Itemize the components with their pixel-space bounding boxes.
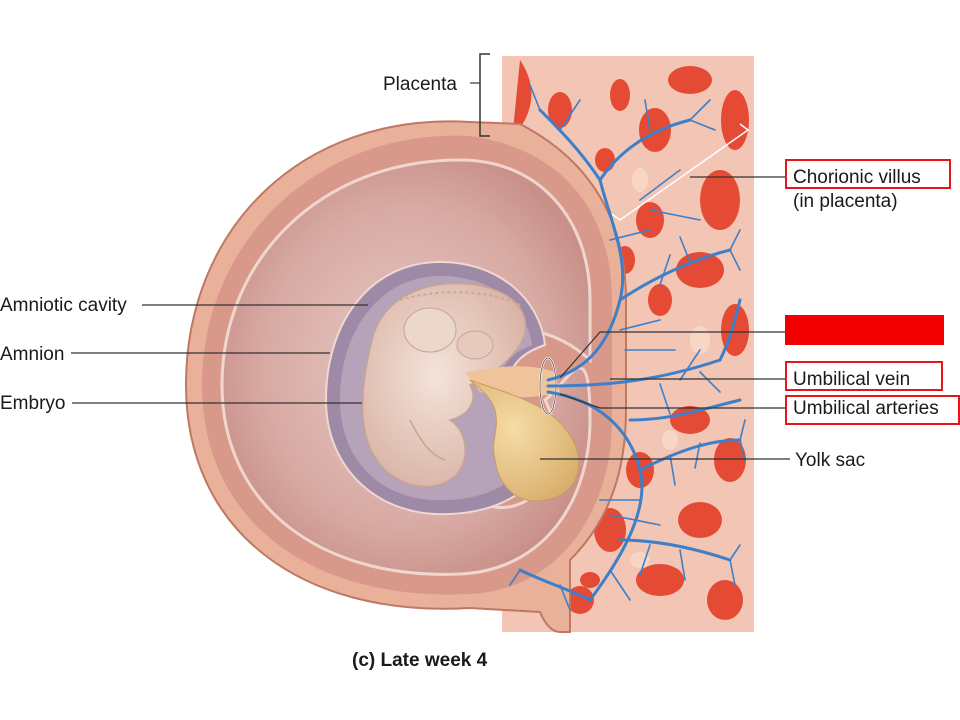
highlight-box-umbilical-arteries — [785, 395, 960, 425]
embryo-figure — [361, 282, 527, 488]
label-embryo: Embryo — [0, 393, 66, 414]
label-umbilical-vein: Umbilical vein — [793, 369, 911, 390]
label-chorionic-villus: Chorionic villus — [793, 167, 921, 188]
umbilical-vessels — [518, 108, 742, 602]
highlight-box-chorionic-villus — [785, 159, 951, 189]
label-umbilical-arteries: Umbilical arteries — [793, 398, 939, 419]
placenta-bracket — [479, 53, 490, 137]
yolk-sac-shape — [465, 366, 580, 502]
label-amnion: Amnion — [0, 344, 65, 365]
leader-lines — [71, 176, 790, 460]
redacted-label — [785, 315, 944, 345]
figure-caption: (c) Late week 4 — [352, 650, 488, 671]
highlight-box-umbilical-vein — [785, 361, 943, 391]
label-placenta: Placenta — [383, 74, 457, 95]
label-yolk-sac: Yolk sac — [795, 450, 866, 471]
label-amniotic-cavity: Amniotic cavity — [0, 295, 127, 316]
label-chorionic-villus-sub: (in placenta) — [793, 191, 898, 212]
